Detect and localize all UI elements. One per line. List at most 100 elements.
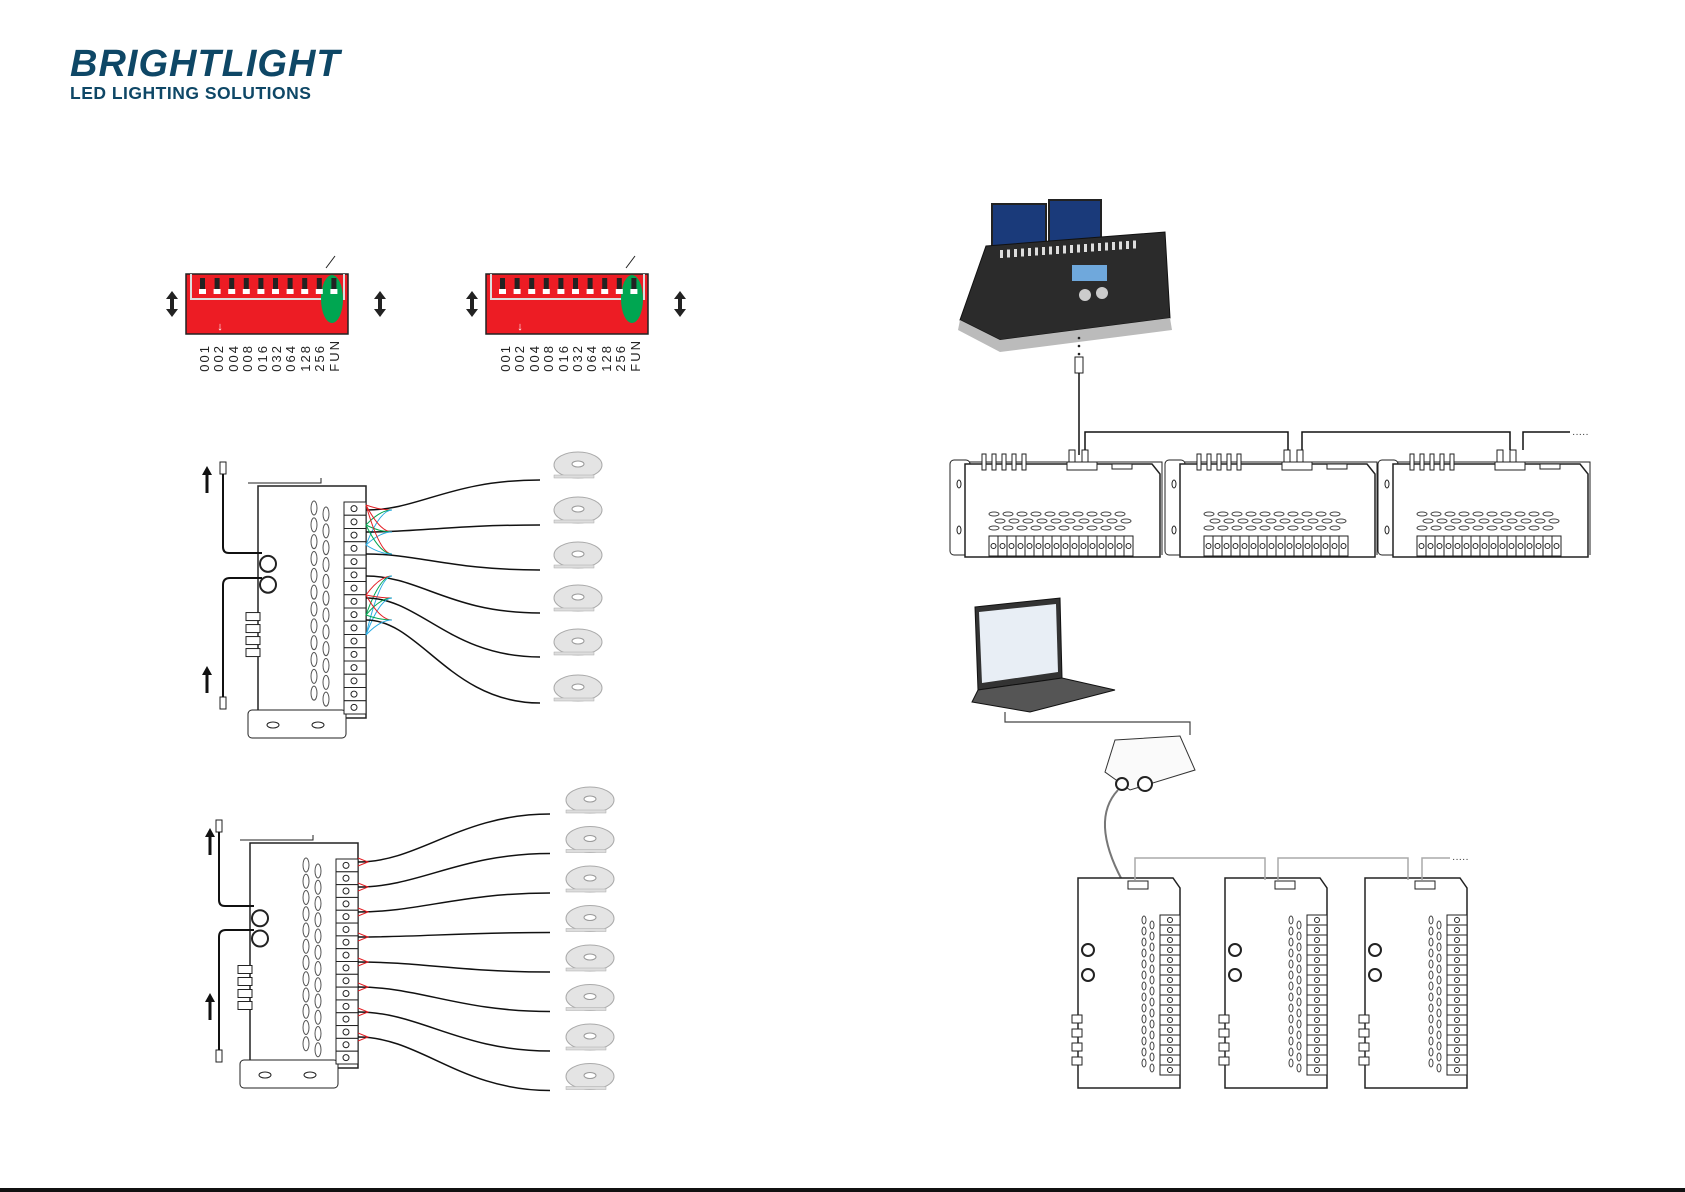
dot — [1078, 353, 1081, 356]
switch-off — [514, 289, 521, 294]
xlr-in — [260, 556, 276, 572]
led-strip-reel — [566, 945, 614, 971]
terminal — [1534, 536, 1543, 556]
strip-cable — [358, 962, 550, 972]
double-arrow-icon — [374, 291, 386, 317]
power-terminal — [1072, 1043, 1082, 1051]
display — [1540, 464, 1560, 469]
terminal — [1471, 536, 1480, 556]
terminal — [336, 1013, 358, 1026]
power-terminal — [246, 637, 260, 645]
terminal — [344, 701, 366, 714]
power-terminal — [1359, 1043, 1369, 1051]
switch-off — [557, 289, 564, 294]
terminal — [1258, 536, 1267, 556]
terminal — [1034, 536, 1043, 556]
dmx-decoder-2 — [1165, 450, 1377, 557]
strip-cable — [358, 987, 550, 1012]
double-arrow-icon — [466, 291, 478, 317]
terminal — [1447, 965, 1467, 975]
xlr-ports — [1128, 881, 1148, 889]
xlr-ports — [1282, 462, 1312, 470]
terminal — [1312, 536, 1321, 556]
fader — [1084, 244, 1087, 252]
terminal — [1160, 1045, 1180, 1055]
power-terminal — [1002, 454, 1006, 470]
strip-cable — [366, 480, 540, 510]
laptop-screen — [979, 604, 1058, 683]
continuation-dots: ····· — [1572, 429, 1589, 440]
strip-tail — [554, 608, 594, 611]
terminal — [1307, 975, 1327, 985]
reel-hole — [572, 684, 584, 690]
dmx-decoder-1 — [950, 450, 1162, 557]
switch-off — [316, 289, 323, 294]
terminal — [1339, 536, 1348, 556]
terminal — [336, 872, 358, 885]
fader — [1126, 241, 1129, 249]
single-color-wiring-diagram — [205, 814, 550, 1091]
dip-label: FUN — [327, 339, 341, 372]
dmx-decoder-vertical-2 — [1219, 878, 1327, 1088]
switch-off — [601, 289, 608, 294]
switch-off — [228, 289, 235, 294]
mount-tab — [248, 710, 346, 738]
terminal — [336, 885, 358, 898]
terminal — [1052, 536, 1061, 556]
power-terminal — [1022, 454, 1026, 470]
color-wire — [366, 510, 392, 545]
power-terminal — [982, 454, 986, 470]
xlr-in — [252, 910, 268, 926]
terminal — [1321, 536, 1330, 556]
terminal — [1447, 1005, 1467, 1015]
power-terminal — [246, 649, 260, 657]
dip-label: 002 — [512, 339, 526, 372]
terminal — [1267, 536, 1276, 556]
terminal — [344, 635, 366, 648]
terminal — [336, 949, 358, 962]
fader — [1049, 247, 1052, 255]
dmx-cable — [1135, 858, 1450, 880]
power-terminal — [1420, 454, 1424, 470]
up-arrow-icon — [205, 828, 215, 855]
power-terminal — [1219, 1043, 1229, 1051]
dip-label: 064 — [283, 339, 297, 372]
fader — [1119, 242, 1122, 250]
fader — [1077, 245, 1080, 253]
dip-label: 008 — [240, 339, 254, 372]
power-terminal — [1430, 454, 1434, 470]
terminal — [998, 536, 1007, 556]
dip-label: FUN — [628, 339, 642, 372]
fader — [1098, 243, 1101, 251]
power-terminal — [1207, 454, 1211, 470]
terminal — [1307, 935, 1327, 945]
strip-tail — [566, 889, 606, 892]
switch-off — [499, 289, 506, 294]
terminal — [989, 536, 998, 556]
switch-off — [214, 289, 221, 294]
laptop — [972, 598, 1190, 735]
dot — [1078, 345, 1081, 348]
terminal — [1447, 1055, 1467, 1065]
color-wire — [366, 525, 392, 554]
dmx-decoder-3 — [1378, 450, 1590, 557]
terminal — [1160, 985, 1180, 995]
dip-label: 002 — [211, 339, 225, 372]
dip-label: 128 — [298, 339, 312, 372]
power-terminal — [1219, 1057, 1229, 1065]
up-arrow-icon — [202, 666, 212, 693]
strip-tail — [566, 968, 606, 971]
on-arrow: ↓ — [217, 321, 223, 333]
dip-label: 064 — [584, 339, 598, 372]
terminal — [1525, 536, 1534, 556]
xlr-ports — [1275, 881, 1295, 889]
terminal — [1447, 945, 1467, 955]
terminal — [336, 1000, 358, 1013]
led-strip-reel — [566, 1064, 614, 1090]
monitor — [1049, 200, 1101, 242]
terminal — [1016, 536, 1025, 556]
terminal — [1444, 536, 1453, 556]
fader — [1063, 246, 1066, 254]
dip-label: 032 — [269, 339, 283, 372]
xlr-connector — [1082, 450, 1088, 462]
